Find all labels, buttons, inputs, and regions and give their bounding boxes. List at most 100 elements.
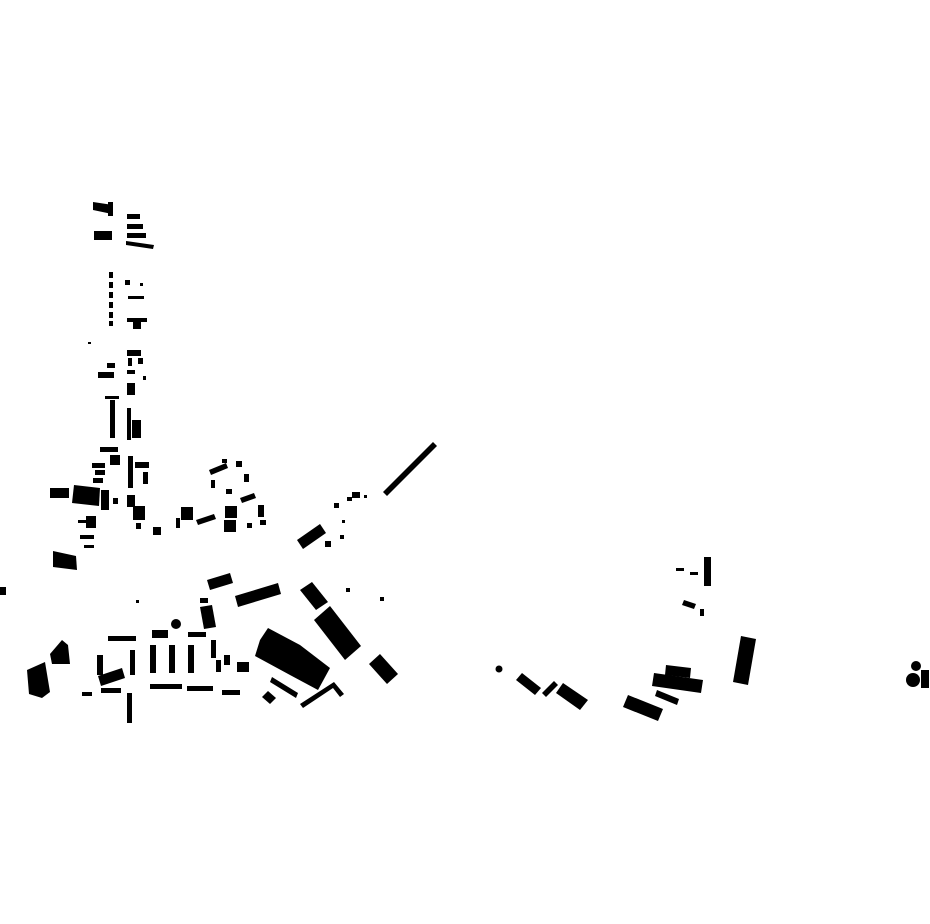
building — [101, 490, 109, 510]
building — [235, 583, 281, 607]
building — [152, 630, 168, 638]
building — [380, 597, 384, 601]
building — [80, 535, 94, 539]
building — [224, 655, 230, 665]
building — [136, 600, 139, 603]
building — [86, 516, 96, 528]
building — [906, 673, 920, 687]
building — [556, 683, 588, 710]
building — [133, 322, 141, 329]
building — [135, 462, 149, 468]
building — [211, 480, 215, 488]
building — [247, 523, 252, 528]
building — [171, 619, 181, 629]
building — [93, 478, 103, 483]
building — [127, 408, 131, 440]
building — [128, 358, 132, 366]
main-street-building-cluster — [50, 350, 161, 570]
building — [128, 296, 144, 299]
building — [78, 520, 86, 523]
building — [127, 224, 143, 229]
building — [352, 492, 360, 498]
building — [516, 673, 541, 695]
building — [113, 498, 118, 504]
building — [188, 645, 194, 673]
building — [364, 495, 367, 498]
building — [369, 654, 398, 684]
building — [127, 495, 135, 507]
building — [690, 572, 698, 575]
building — [50, 640, 70, 664]
building — [127, 383, 135, 395]
building — [133, 506, 145, 520]
building — [665, 665, 691, 678]
building — [125, 280, 130, 285]
building — [127, 214, 140, 219]
building — [921, 670, 929, 688]
building — [222, 459, 227, 463]
building — [682, 600, 696, 609]
building — [127, 318, 147, 322]
building — [300, 682, 344, 708]
building — [127, 693, 132, 723]
building — [655, 690, 679, 705]
building — [127, 233, 146, 238]
building — [127, 350, 141, 356]
building — [383, 442, 437, 496]
building — [92, 463, 105, 468]
building — [169, 645, 175, 673]
building — [84, 545, 94, 548]
building — [109, 312, 113, 318]
building — [187, 686, 213, 691]
building — [108, 636, 136, 641]
building — [107, 363, 115, 368]
building — [216, 660, 221, 672]
building — [100, 447, 118, 452]
building — [258, 505, 264, 517]
building — [325, 541, 331, 547]
building — [209, 463, 228, 475]
building — [127, 370, 135, 374]
building — [260, 520, 266, 525]
building — [140, 283, 143, 286]
building — [132, 420, 141, 438]
building — [236, 461, 242, 467]
building — [262, 691, 276, 704]
building — [110, 455, 120, 465]
building — [82, 692, 92, 696]
building — [222, 690, 240, 695]
building — [226, 489, 232, 494]
building — [105, 396, 119, 399]
building — [109, 292, 113, 298]
building — [72, 485, 100, 506]
building — [225, 506, 237, 518]
building — [109, 321, 113, 326]
north-building-cluster — [88, 202, 154, 344]
building — [150, 645, 156, 673]
building — [346, 588, 350, 592]
building — [109, 302, 113, 308]
building — [300, 582, 328, 610]
building — [126, 241, 154, 249]
building — [255, 628, 330, 690]
building — [128, 456, 133, 488]
building — [542, 681, 558, 697]
building — [27, 662, 50, 698]
building — [211, 640, 216, 658]
building — [143, 376, 146, 380]
building — [130, 650, 135, 675]
building — [340, 535, 344, 539]
building — [196, 514, 216, 525]
building — [244, 474, 249, 482]
building — [110, 400, 115, 438]
building — [334, 503, 339, 508]
building — [50, 488, 69, 498]
building — [207, 573, 233, 590]
building — [101, 688, 121, 693]
building — [150, 684, 182, 689]
building — [704, 557, 711, 586]
building — [88, 342, 91, 344]
building — [314, 606, 361, 660]
building — [495, 665, 503, 673]
